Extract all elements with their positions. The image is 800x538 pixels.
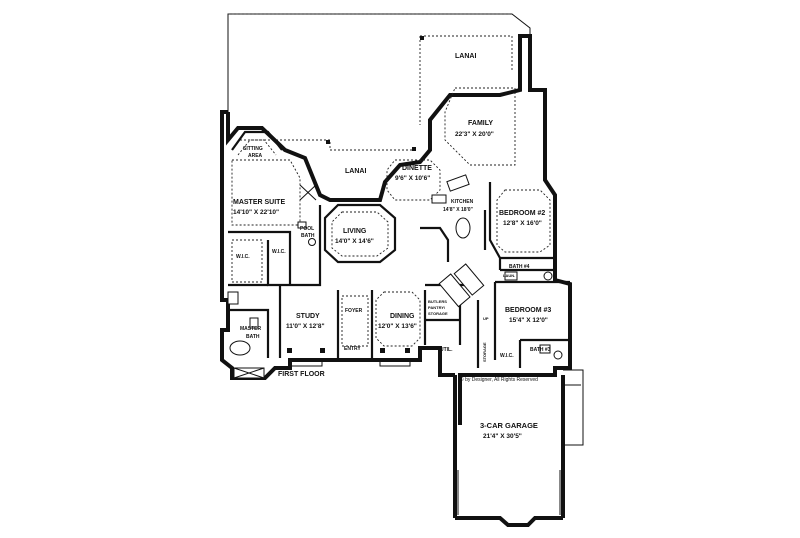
room-name: BATH #3 — [530, 347, 551, 353]
room-name: DINETTE — [402, 165, 432, 172]
garage-doors — [457, 470, 561, 515]
room-dims: 12'0" X 13'6" — [378, 323, 417, 330]
exterior-walls — [220, 34, 572, 527]
room-labels: LANAI LANAI FAMILY 22'3" X 20'0" SITTING… — [233, 53, 551, 440]
secondary-bath-fixtures — [504, 271, 563, 360]
small-labels: W.I.C. W.I.C. W.I.C. POOL BATH ENTRY UTI… — [236, 226, 515, 362]
room-name: BATH #4 — [509, 264, 530, 270]
entry-label: ENTRY — [344, 346, 361, 352]
butler-label: PANTRY/ — [428, 305, 446, 310]
wic-label: W.I.C. — [500, 353, 514, 359]
pool-bath-fixtures — [297, 184, 317, 246]
room-dims: 14'0" X 14'6" — [335, 238, 374, 245]
living-room-outline — [323, 203, 397, 264]
foyer-ceiling — [341, 295, 369, 347]
room-name: BEDROOM #3 — [505, 307, 551, 314]
room-name: STUDY — [296, 313, 320, 320]
room-name: LANAI — [455, 53, 476, 60]
room-name: MASTER SUITE — [233, 199, 285, 206]
up-label: UP — [483, 316, 489, 321]
room-dims: 14'10" X 22'10" — [233, 209, 279, 216]
room-name: MASTER — [240, 326, 262, 332]
room-name: BEDROOM #2 — [499, 210, 545, 217]
room-dims: 15'4" X 12'0" — [509, 317, 548, 324]
room-name: DINING — [390, 313, 415, 320]
master-bath-window-bay — [233, 367, 265, 379]
wic-label: W.I.C. — [236, 254, 250, 260]
room-dims: 14'8" X 18'0" — [443, 207, 474, 213]
pool-bath-label: BATH — [301, 233, 315, 239]
room-name: AREA — [248, 153, 263, 159]
laun-label: LAUN. — [503, 273, 515, 278]
bedroom2-ceiling — [496, 189, 551, 253]
master-suite-ceiling — [231, 159, 301, 226]
room-name: BATH — [246, 334, 260, 340]
dining-ceiling — [375, 291, 421, 347]
room-dims: 21'4" X 30'5" — [483, 433, 522, 440]
room-dims: 22'3" X 20'0" — [455, 131, 494, 138]
room-dims: 9'6" X 10'6" — [395, 175, 430, 182]
util-label: UTIL. — [440, 347, 453, 353]
room-dims: 11'0" X 12'8" — [286, 323, 325, 330]
butler-label: BUTLERS — [428, 299, 447, 304]
room-name: FAMILY — [468, 120, 493, 127]
garage-side-step — [563, 369, 584, 446]
room-name: LIVING — [343, 228, 367, 235]
front-porch — [287, 348, 411, 367]
family-ceiling-outline — [444, 87, 516, 166]
pool-bath-label: POOL — [300, 226, 314, 232]
room-name: KITCHEN — [451, 199, 474, 205]
butler-label: STORAGE — [428, 311, 448, 316]
copyright-caption: © by Designer, All Rights Reserved — [460, 376, 538, 383]
room-dims: 12'8" X 16'0" — [503, 220, 542, 227]
room-name: LANAI — [345, 168, 366, 175]
room-name: 3-CAR GARAGE — [480, 421, 538, 430]
room-name: FOYER — [345, 308, 363, 314]
room-name: SITTING — [243, 146, 263, 152]
dinette-ceiling — [386, 159, 441, 201]
storage-label: STORAGE — [482, 342, 487, 362]
master-wic-outline — [231, 239, 263, 283]
sitting-area-bay — [231, 130, 283, 156]
floor-caption: FIRST FLOOR — [278, 371, 325, 378]
kitchen-fixtures — [420, 174, 487, 308]
wic-label: W.I.C. — [272, 249, 286, 255]
